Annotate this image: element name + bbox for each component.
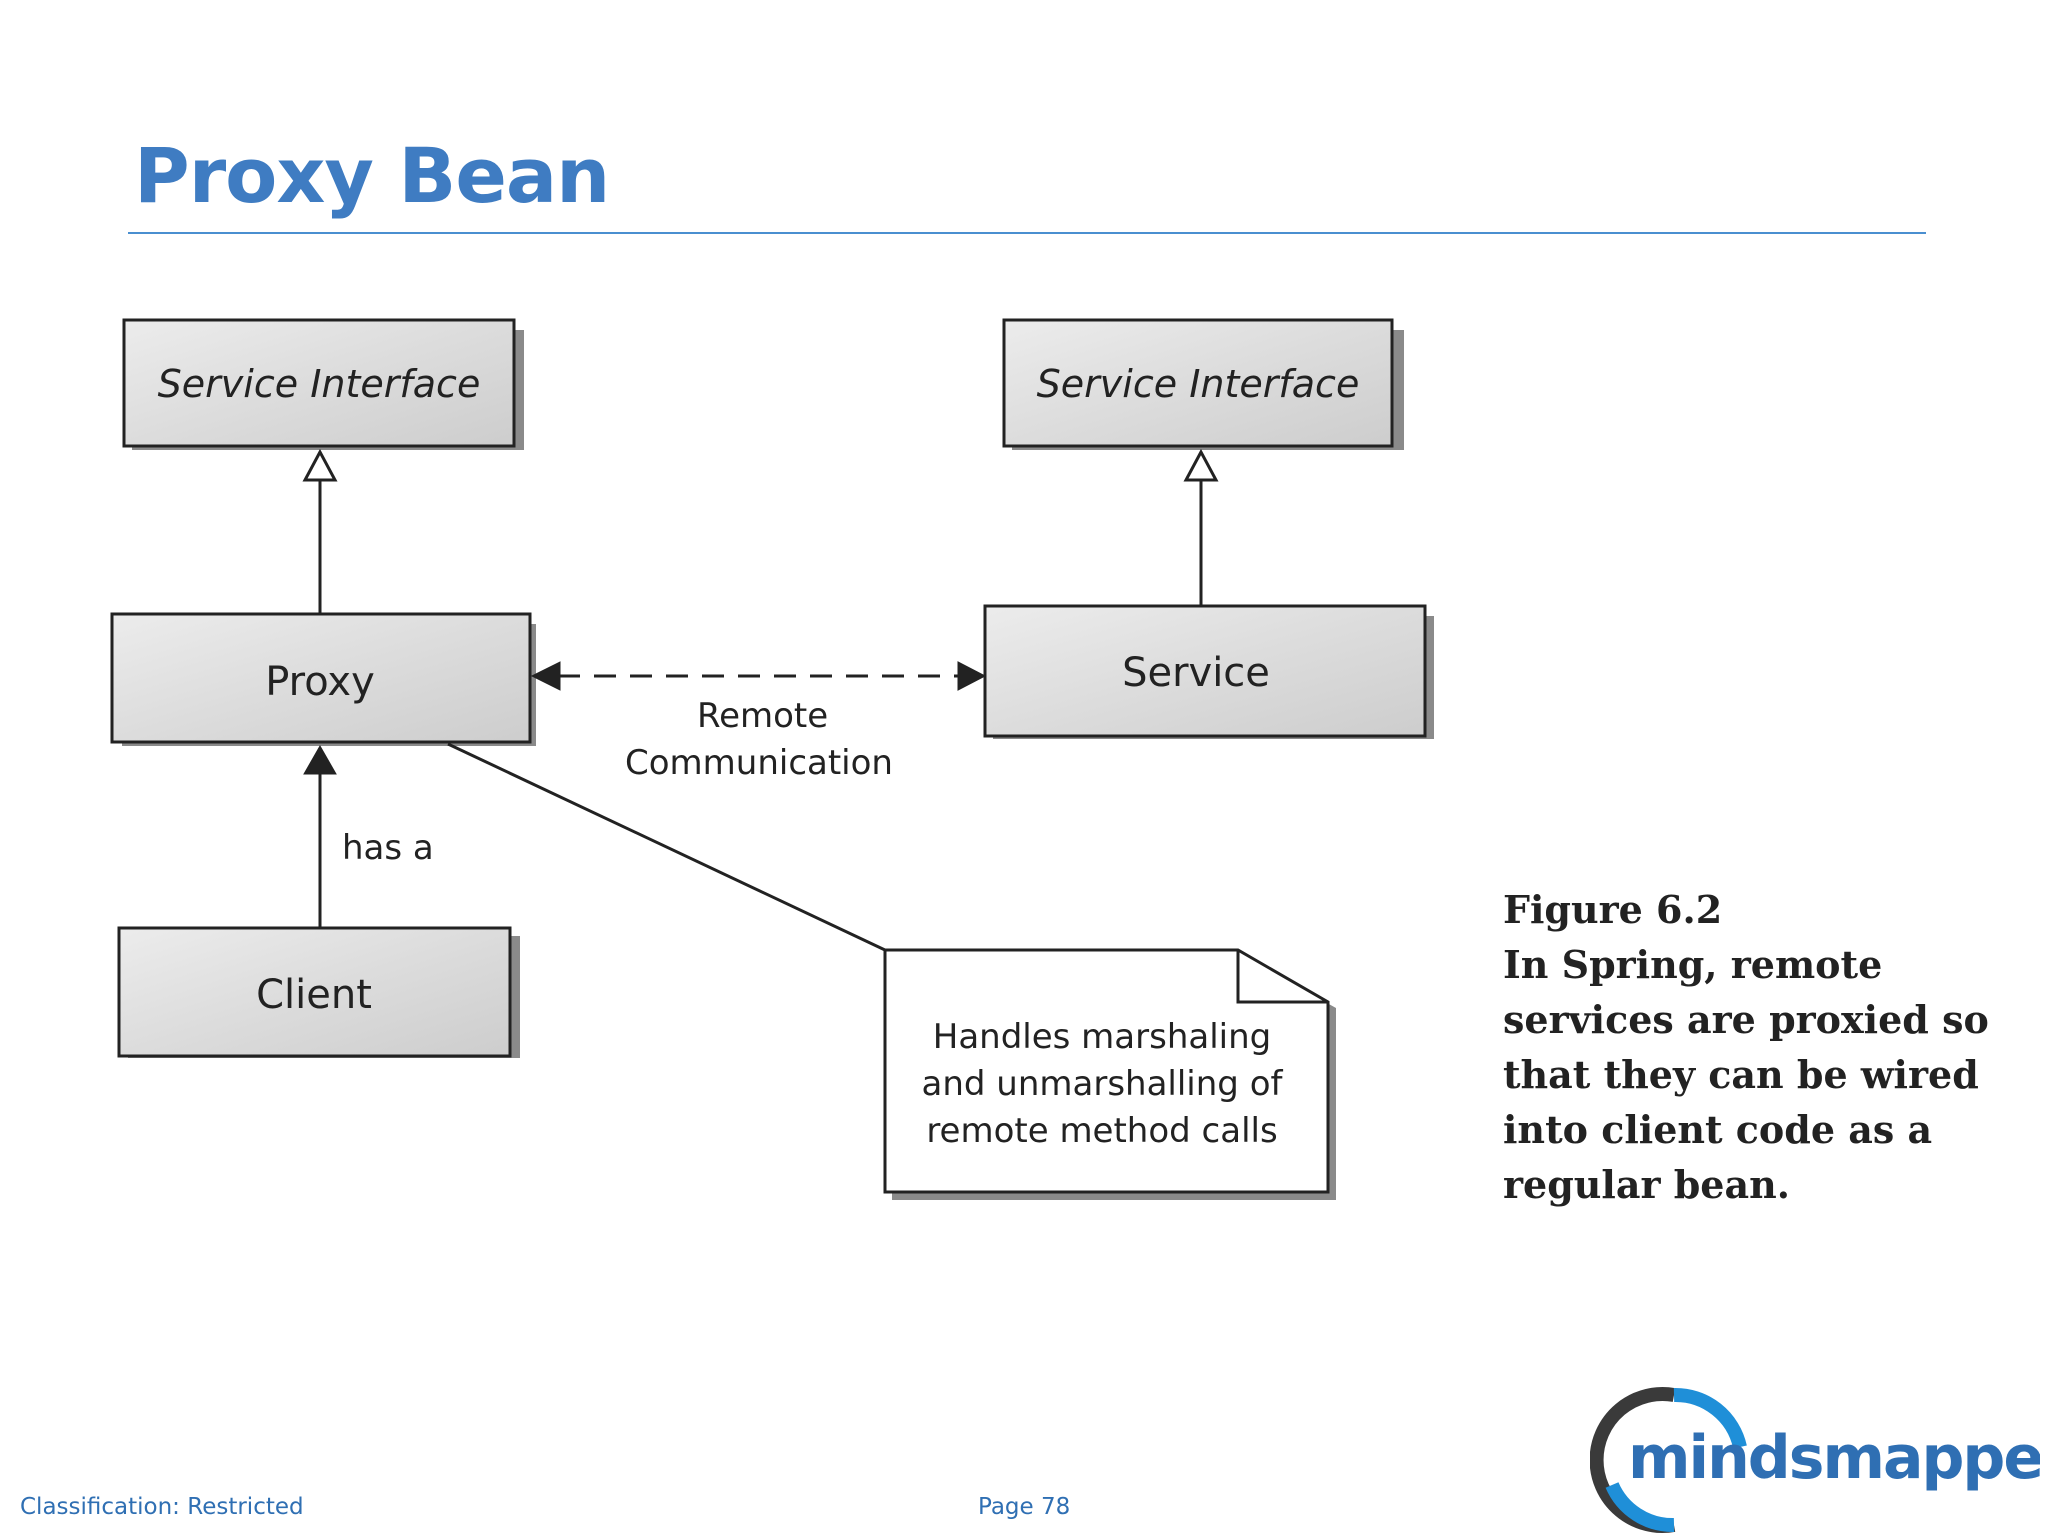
page-number: Page 78: [978, 1494, 1071, 1520]
left-interface-box[interactable]: [122, 318, 516, 448]
mindsmapped-logo: mindsmapped: [1590, 1387, 2040, 1533]
right-interface-label: Service Interface: [1037, 362, 1360, 406]
logo-wordmark: mindsmapped: [1628, 1423, 2040, 1493]
left-interface-label: Service Interface: [158, 362, 481, 406]
has-a-label: has a: [342, 828, 434, 868]
note-fold-corner: [1236, 950, 1328, 1004]
note-text-line-3: remote method calls: [926, 1111, 1277, 1151]
client-label: Client: [256, 972, 372, 1018]
caption-line-2: In Spring, remote: [1503, 942, 1883, 987]
client-association-arrowhead: [303, 744, 337, 775]
remote-label-line-2: Communication: [625, 743, 893, 783]
proxy-label: Proxy: [265, 659, 375, 705]
service-label: Service: [1122, 650, 1270, 696]
logo-ring-accent: [1673, 1387, 1747, 1449]
caption-line-3: services are proxied so: [1503, 997, 1989, 1042]
remote-arrowhead-right: [957, 661, 987, 691]
remote-arrowhead-left: [530, 661, 561, 691]
caption-line-5: into client code as a: [1503, 1107, 1933, 1152]
note-box[interactable]: [883, 948, 1330, 1194]
caption-line-4: that they can be wired: [1503, 1052, 1979, 1097]
note-text-line-1: Handles marshaling: [933, 1017, 1271, 1057]
note-text-line-2: and unmarshalling of: [922, 1064, 1284, 1104]
slide-title: Proxy Bean: [134, 131, 610, 220]
proxy-realization-arrowhead: [302, 448, 338, 482]
service-box[interactable]: [983, 604, 1427, 738]
service-realization-arrowhead: [1183, 448, 1219, 482]
client-box[interactable]: [117, 926, 512, 1058]
remote-label-line-1: Remote: [697, 696, 828, 736]
right-interface-box[interactable]: [1002, 318, 1394, 448]
title-divider: [128, 232, 1926, 234]
logo-ring-accent-bottom: [1605, 1481, 1675, 1533]
proxy-box[interactable]: [110, 612, 532, 744]
caption-line-6: regular bean.: [1503, 1162, 1790, 1207]
figure-caption: Figure 6.2 In Spring, remote services ar…: [1503, 882, 2003, 1212]
classification-label: Classification: Restricted: [20, 1494, 304, 1520]
note-connector-line: [447, 742, 886, 952]
caption-line-1: Figure 6.2: [1503, 887, 1723, 932]
